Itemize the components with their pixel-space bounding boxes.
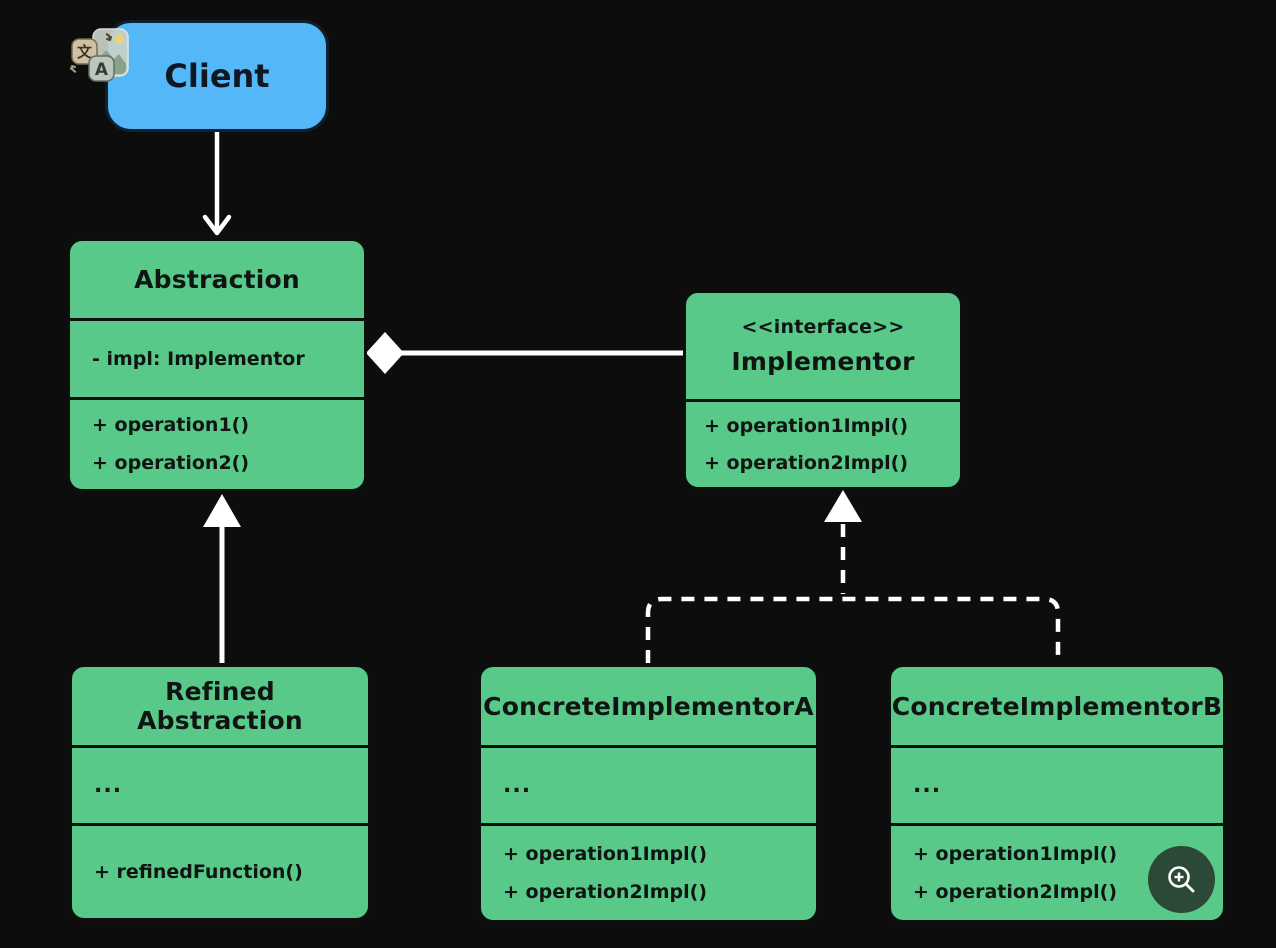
class-operations: + operation1Impl() + operation2Impl() [686,399,960,487]
class-title: ConcreteImplementorA [481,667,816,745]
aggregation-diamond-icon [366,332,404,374]
edge-concrete-implementor [645,524,1061,663]
edge-client-abstraction [202,129,232,236]
svg-text:文: 文 [77,43,93,61]
operation-row: + operation2Impl() [503,880,708,903]
operation-row: + operation2Impl() [704,451,909,474]
class-title: Refined Abstraction [72,667,368,745]
class-title: Abstraction [70,241,364,318]
class-title: ConcreteImplementorB [891,667,1223,745]
translate-glyph-icon: 文 A [70,33,115,82]
class-operations: + refinedFunction() [72,823,368,918]
operation-row: + refinedFunction() [94,860,303,883]
uml-node-implementor: <<interface>> Implementor + operation1Im… [683,290,963,490]
uml-node-refined-abstraction: Refined Abstraction ... + refinedFunctio… [69,664,371,921]
class-title: <<interface>> Implementor [686,293,960,399]
zoom-in-magnifier-icon [1167,865,1194,892]
class-title-label: Abstraction [134,265,300,294]
operation-row: + operation1Impl() [704,414,909,437]
generalization-triangle-icon [203,494,241,527]
svg-text:A: A [95,60,109,80]
class-title-label: Refined Abstraction [137,677,303,735]
uml-node-client: Client [105,20,329,132]
edge-refined-abstraction [203,494,241,663]
class-operations: + operation1Impl() + operation2Impl() [891,823,1223,920]
attribute-row: ... [503,772,532,798]
class-title-label: ConcreteImplementorA [483,691,814,721]
operation-row: + operation1Impl() [503,842,708,865]
open-arrowhead-icon [202,214,232,236]
zoom-in-button[interactable] [1148,846,1215,913]
attribute-row: ... [94,772,123,798]
operation-row: + operation1Impl() [913,842,1118,865]
attribute-row: ... [913,772,942,798]
client-label: Client [164,57,270,95]
uml-node-abstraction: Abstraction - impl: Implementor + operat… [67,238,367,492]
operation-row: + operation1() [92,414,250,436]
class-attributes: ... [891,745,1223,823]
operation-row: + operation2() [92,452,250,474]
stereotype-label: <<interface>> [741,316,905,338]
class-operations: + operation1() + operation2() [70,397,364,489]
realization-triangle-icon [824,490,862,522]
class-title-label: Implementor [731,347,915,376]
class-operations: + operation1Impl() + operation2Impl() [481,823,816,920]
uml-node-concrete-implementor-a: ConcreteImplementorA ... + operation1Imp… [478,664,819,923]
attribute-row: - impl: Implementor [92,347,305,370]
class-attributes: ... [481,745,816,823]
class-attributes: - impl: Implementor [70,318,364,397]
class-attributes: ... [72,745,368,823]
translate-image-icon[interactable]: 文 A [66,26,132,84]
edge-abstraction-implementor [366,332,684,374]
operation-row: + operation2Impl() [913,880,1118,903]
class-title-label: ConcreteImplementorB [891,691,1223,721]
